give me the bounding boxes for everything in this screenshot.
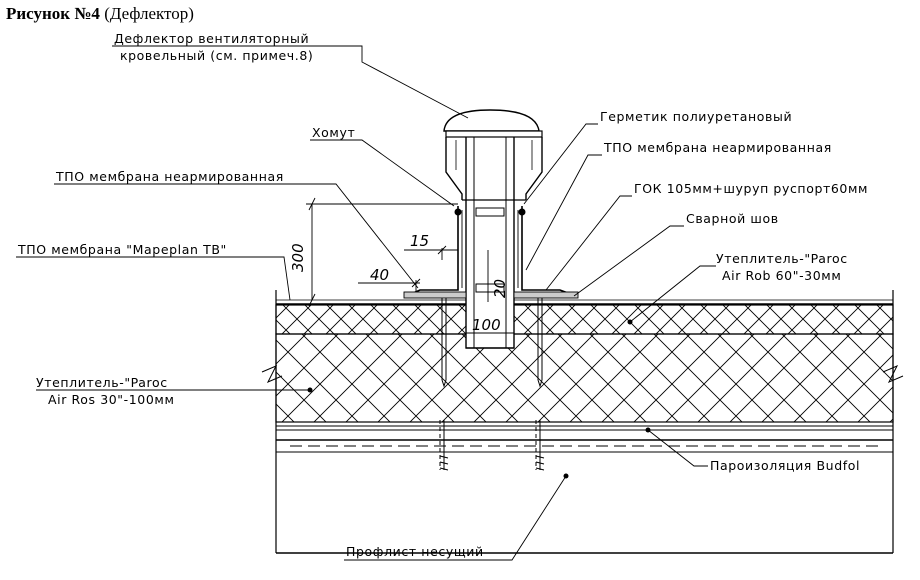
dim-100: 100 <box>472 316 501 334</box>
deflector-pipe <box>465 133 515 349</box>
deflector-cap <box>443 109 543 201</box>
dim-300: 300 <box>289 243 307 272</box>
figure-title: Рисунок №4 (Дефлектор) <box>6 4 194 24</box>
figure-caption: (Дефлектор) <box>104 4 194 23</box>
dim-15: 15 <box>410 232 429 250</box>
label-vapor-barrier: Пароизоляция Budfol <box>710 458 860 473</box>
insulation-layer-main <box>275 333 894 423</box>
label-tpo-mapeplan: ТПО мембрана "Mapeplan TB" <box>17 242 227 257</box>
label-gok: ГОК 105мм+шуруп руспорт60мм <box>634 181 868 196</box>
leader-dots <box>307 319 651 479</box>
dim-20: 20 <box>491 279 509 298</box>
membrane-collar <box>403 206 579 299</box>
screws <box>439 296 545 471</box>
dimension-lines <box>306 197 514 334</box>
label-profile-sheet: Профлист несущий <box>346 544 484 559</box>
label-insulation-right-line2: Air Rob 60"-30мм <box>722 268 841 283</box>
roof-layers <box>261 290 904 554</box>
figure-number: Рисунок №4 <box>6 4 100 23</box>
label-insulation-left-line1: Утеплитель-"Paroc <box>36 375 168 390</box>
label-deflector-line2: кровельный (см. примеч.8) <box>120 48 313 63</box>
label-deflector-line1: Дефлектор вентиляторный <box>114 31 309 46</box>
label-tpo-right: ТПО мембрана неармированная <box>603 140 832 155</box>
label-clamp: Хомут <box>312 125 355 140</box>
dim-40: 40 <box>370 266 389 284</box>
label-insulation-left-line2: Air Ros 30"-100мм <box>48 392 174 407</box>
insulation-layer-top <box>275 304 894 335</box>
label-insulation-right-line1: Утеплитель-"Paroc <box>716 251 848 266</box>
label-tpo-left: ТПО мембрана неармированная <box>55 169 284 184</box>
label-weld: Сварной шов <box>686 211 779 226</box>
label-sealant: Герметик полиуретановый <box>600 109 792 124</box>
leader-lines <box>16 45 716 561</box>
